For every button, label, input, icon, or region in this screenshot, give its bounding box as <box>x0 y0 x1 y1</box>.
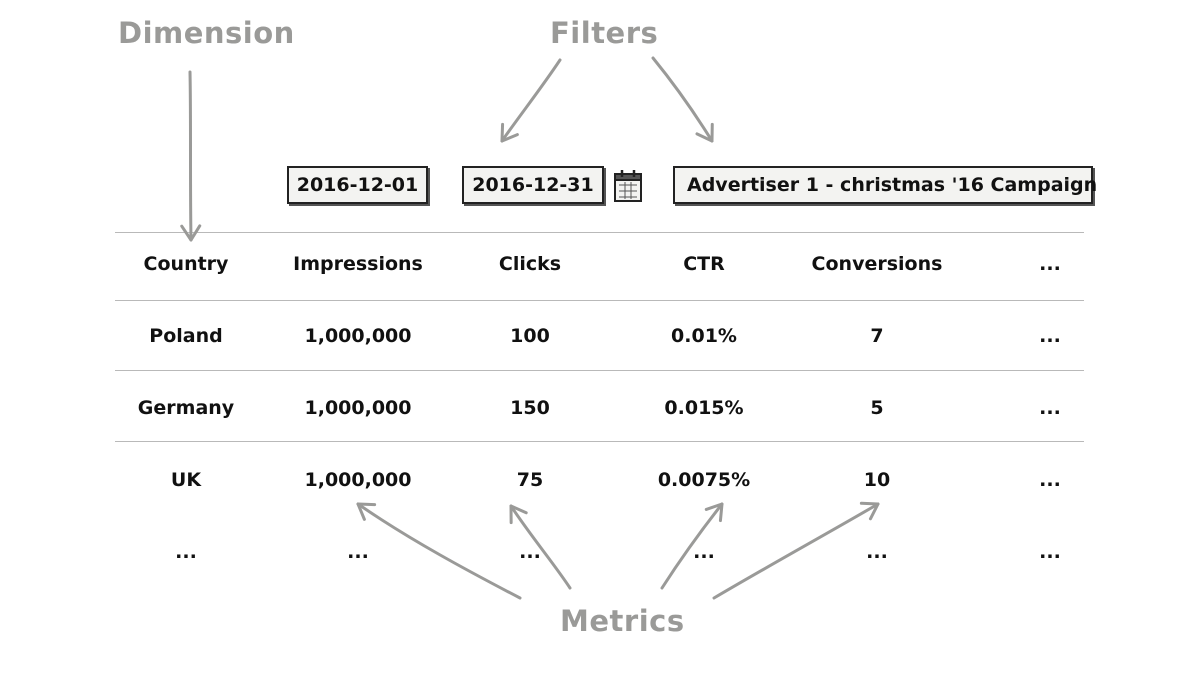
country-cell: ... <box>175 541 197 563</box>
column-header-impressions: Impressions <box>293 253 423 275</box>
impressions-cell: 1,000,000 <box>304 397 412 419</box>
dimension-arrow <box>180 70 202 242</box>
country-cell: Poland <box>149 325 223 347</box>
clicks-cell: 75 <box>516 469 544 491</box>
country-cell: Germany <box>137 397 235 419</box>
ctr-cell: 0.0075% <box>657 469 751 491</box>
column-header-conversions: Conversions <box>811 253 943 275</box>
table-rule <box>115 300 1084 301</box>
filters-arrow-left <box>500 58 562 143</box>
more-cell: ... <box>1039 397 1061 419</box>
start-date-field[interactable]: 2016-12-01 <box>287 166 428 204</box>
ctr-cell: 0.015% <box>664 397 744 419</box>
clicks-cell: ... <box>519 541 541 563</box>
ctr-cell: 0.01% <box>671 325 737 347</box>
impressions-cell: 1,000,000 <box>304 469 412 491</box>
ctr-cell: ... <box>693 541 715 563</box>
column-header-ctr: CTR <box>683 253 725 275</box>
filters-annotation: Filters <box>550 16 659 50</box>
table-rule <box>115 441 1084 442</box>
clicks-cell: 150 <box>510 397 550 419</box>
conversions-cell: 5 <box>870 397 884 419</box>
country-cell: UK <box>170 469 202 491</box>
more-cell: ... <box>1039 469 1061 491</box>
column-header-clicks: Clicks <box>498 253 562 275</box>
table-rule <box>115 232 1084 233</box>
table-rule <box>115 370 1084 371</box>
clicks-cell: 100 <box>510 325 550 347</box>
more-cell: ... <box>1039 325 1061 347</box>
conversions-cell: ... <box>866 541 888 563</box>
campaign-filter-field[interactable]: Advertiser 1 - christmas '16 Campaign <box>673 166 1097 204</box>
filters-arrow-right <box>651 56 714 143</box>
dimension-annotation: Dimension <box>118 16 295 50</box>
column-header-more: ... <box>1039 253 1061 275</box>
calendar-icon[interactable] <box>612 168 644 204</box>
end-date-field[interactable]: 2016-12-31 <box>462 166 604 204</box>
conversions-cell: 10 <box>863 469 891 491</box>
conversions-cell: 7 <box>870 325 884 347</box>
column-header-country: Country <box>143 253 229 275</box>
more-cell: ... <box>1039 541 1061 563</box>
metrics-annotation: Metrics <box>560 604 685 638</box>
impressions-cell: ... <box>347 541 369 563</box>
impressions-cell: 1,000,000 <box>304 325 412 347</box>
